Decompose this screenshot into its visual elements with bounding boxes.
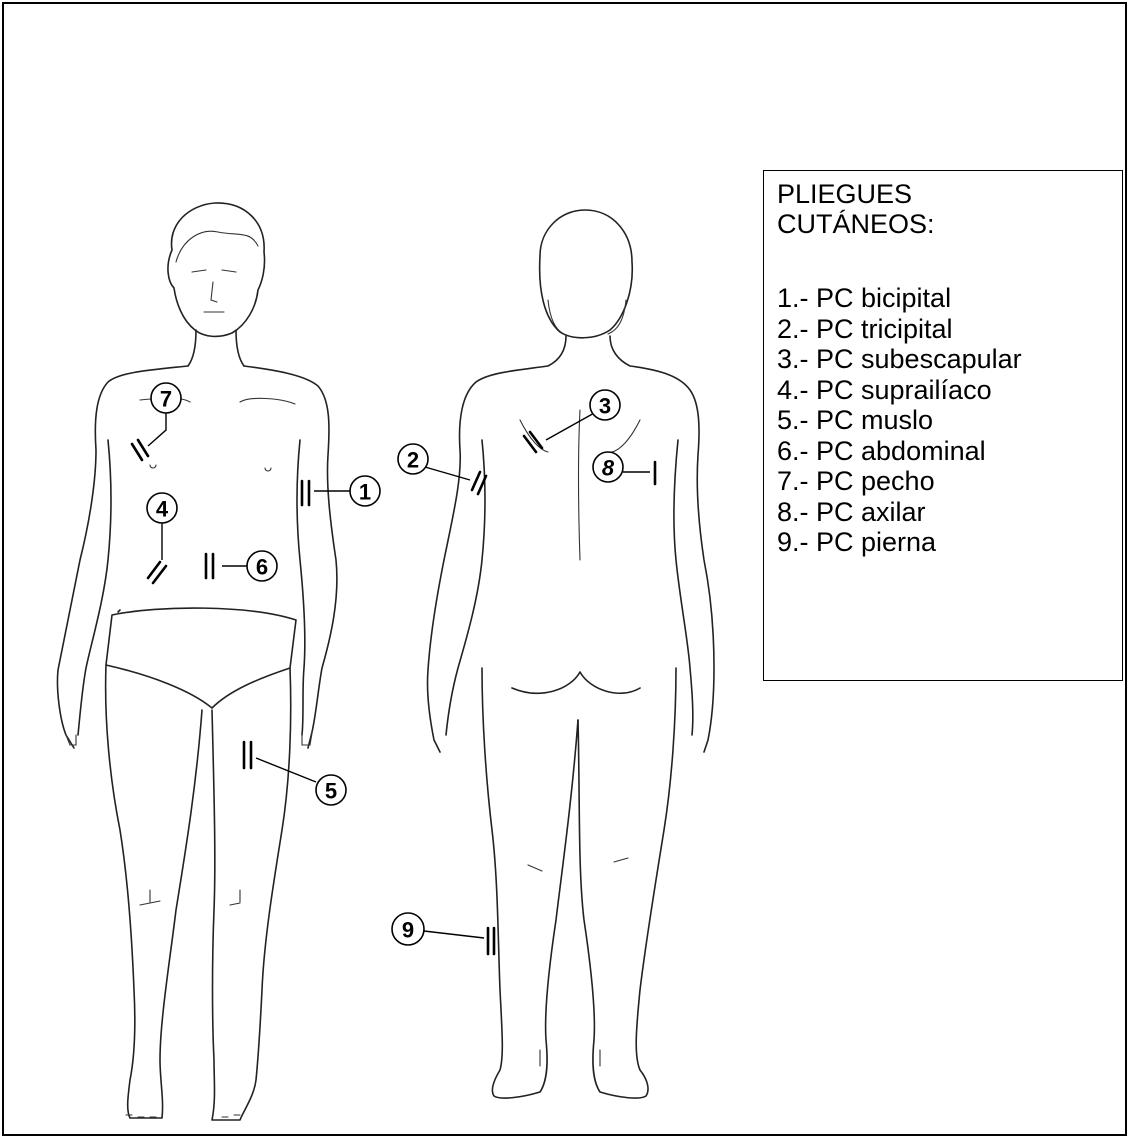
svg-text:5: 5 <box>325 779 337 804</box>
marker-9-pierna: 9 <box>392 913 494 954</box>
marker-6-abdominal: 6 <box>206 551 277 581</box>
legend-item-3: 3.- PC subescapular <box>777 344 1109 375</box>
marker-5-muslo: 5 <box>244 742 346 805</box>
marker-4-suprailiaco: 4 <box>147 493 177 583</box>
marker-1-bicipital: 1 <box>302 476 380 506</box>
svg-text:3: 3 <box>599 394 611 419</box>
marker-7-pecho: 7 <box>132 383 181 460</box>
svg-text:8: 8 <box>602 456 615 481</box>
legend-item-4: 4.- PC suprailíaco <box>777 375 1109 406</box>
back-figure <box>427 210 714 1098</box>
legend-item-8: 8.- PC axilar <box>777 497 1109 528</box>
front-figure <box>57 203 336 1120</box>
legend-item-7: 7.- PC pecho <box>777 466 1109 497</box>
marker-3-subescapular: 3 <box>524 390 620 452</box>
marker-2-tricipital: 2 <box>398 444 486 494</box>
legend-item-6: 6.- PC abdominal <box>777 436 1109 467</box>
legend-title-line-2: CUTÁNEOS: <box>777 209 1109 239</box>
legend-item-1: 1.- PC bicipital <box>777 283 1109 314</box>
svg-text:4: 4 <box>156 497 169 522</box>
svg-text:9: 9 <box>402 918 414 943</box>
legend-item-5: 5.- PC muslo <box>777 405 1109 436</box>
legend-box: PLIEGUES CUTÁNEOS: 1.- PC bicipital 2.- … <box>763 170 1123 681</box>
svg-text:6: 6 <box>256 555 268 580</box>
svg-text:1: 1 <box>359 480 371 505</box>
marker-8-axilar: 8 <box>593 452 655 484</box>
svg-text:2: 2 <box>407 448 419 473</box>
legend-title-line-1: PLIEGUES <box>777 179 1109 209</box>
legend-item-2: 2.- PC tricipital <box>777 314 1109 345</box>
svg-text:7: 7 <box>160 387 172 412</box>
legend-item-9: 9.- PC pierna <box>777 527 1109 558</box>
legend-list: 1.- PC bicipital 2.- PC tricipital 3.- P… <box>777 283 1109 558</box>
